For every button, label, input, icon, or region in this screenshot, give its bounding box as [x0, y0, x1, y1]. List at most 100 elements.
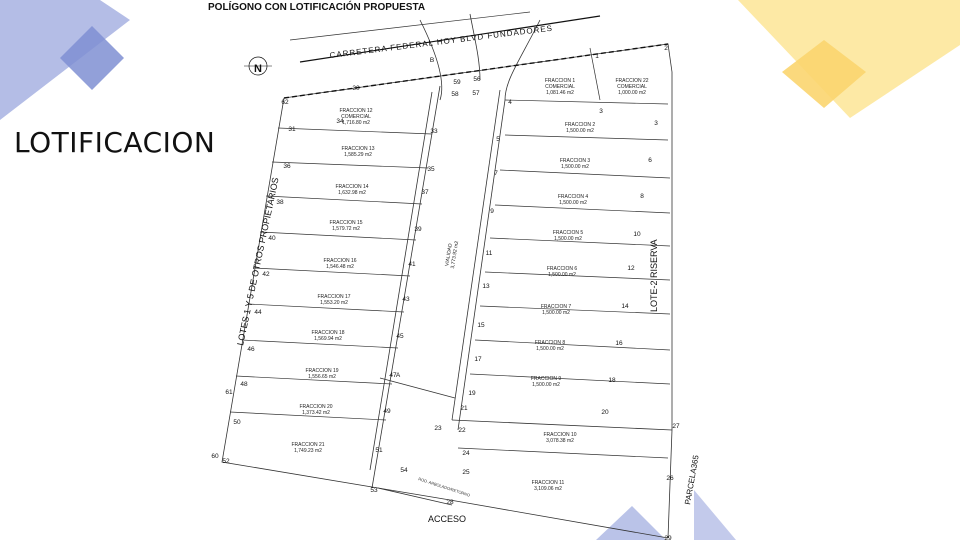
lot-name: FRACCION 20 [299, 404, 332, 410]
lot-sub: COMERCIAL [617, 84, 647, 90]
lot-sub: COMERCIAL [341, 114, 371, 120]
lot-area: 3,078.38 m2 [546, 438, 574, 444]
vertex-label: 28 [446, 499, 454, 506]
misc-label: 1 [595, 53, 599, 60]
lot-area: 1,585.29 m2 [344, 152, 372, 158]
vertex-label: 18 [608, 377, 616, 384]
vertex-label: 48 [240, 381, 248, 388]
lot-name: FRACCION 6 [547, 266, 578, 272]
lot-area: 1,500.00 m2 [559, 200, 587, 206]
misc-label: 30 [352, 85, 360, 92]
vertex-label: 59 [453, 79, 461, 86]
vertex-label: 10 [633, 231, 641, 238]
lot-area: 1,500.00 m2 [566, 128, 594, 134]
vertex-label: 47 [389, 372, 397, 379]
lot-area: 1,749.23 m2 [294, 448, 322, 454]
southeast-neighbor-label: PARCELA365 [683, 454, 701, 505]
lot-area: 1,500.00 m2 [542, 310, 570, 316]
decor-top-right [738, 0, 960, 118]
vertex-label: 12 [627, 265, 635, 272]
lot-area: 1,556.65 m2 [308, 374, 336, 380]
vertex-label: 15 [477, 322, 485, 329]
lot-name: FRACCION 16 [323, 258, 356, 264]
vertex-label: 35 [427, 166, 435, 173]
vertex-label: 58 [451, 91, 459, 98]
lot-sub: COMERCIAL [545, 84, 575, 90]
vertex-label: 54 [400, 467, 408, 474]
vertex-label: 53 [370, 487, 378, 494]
vertex-label: 17 [474, 356, 482, 363]
vertex-label: 4 [508, 99, 512, 106]
lot-name: FRACCION 14 [335, 184, 368, 190]
lot-area: 1,500.00 m2 [536, 346, 564, 352]
lot-area: 1,500.00 m2 [532, 382, 560, 388]
misc-label: A [396, 372, 401, 379]
lot-area: 1,553.20 m2 [320, 300, 348, 306]
vertex-label: 8 [640, 193, 644, 200]
vertex-label: 49 [383, 408, 391, 415]
lot-name: FRACCION 11 [532, 480, 565, 486]
vertex-label: 29 [664, 535, 672, 540]
lot-name: FRACCION 13 [341, 146, 374, 152]
vertex-label: 52 [222, 458, 230, 465]
vertex-label: 16 [615, 340, 623, 347]
vertex-label: 2 [664, 45, 668, 52]
lot-area: 1,500.00 m2 [554, 236, 582, 242]
vertex-label: 57 [472, 90, 480, 97]
vertex-label: 56 [473, 76, 481, 83]
vertex-label: 20 [601, 409, 609, 416]
vertex-label: 51 [375, 447, 383, 454]
vertex-label: 13 [482, 283, 490, 290]
lot-name: FRACCION 4 [558, 194, 589, 200]
misc-label: 3 [599, 108, 603, 115]
lot-area: 1,081.46 m2 [546, 90, 574, 96]
vertex-label: 39 [414, 226, 422, 233]
lot-name: FRACCION 12 [339, 108, 372, 114]
vertex-label: 22 [458, 427, 466, 434]
vertex-label: 38 [276, 199, 284, 206]
vertex-label: 45 [396, 333, 404, 340]
vertex-label: 37 [421, 189, 429, 196]
vertex-label: 61 [225, 389, 233, 396]
vertex-label: 7 [494, 170, 498, 177]
slide-title: LOTIFICACION [14, 126, 216, 159]
vertex-label: 44 [254, 309, 262, 316]
lot-name: FRACCION 2 [565, 122, 596, 128]
vertex-label: 6 [648, 157, 652, 164]
vertex-label: 36 [283, 163, 291, 170]
plan-title: POLÍGONO CON LOTIFICACIÓN PROPUESTA [208, 2, 426, 13]
vertex-label: 11 [486, 250, 493, 257]
lot-area: 1,632.98 m2 [338, 190, 366, 196]
lot-name: FRACCION 18 [311, 330, 344, 336]
vertex-label: 43 [402, 296, 410, 303]
vertex-label: 23 [434, 425, 442, 432]
lot-name: FRACCION 3 [560, 158, 591, 164]
misc-label: B [430, 57, 434, 64]
lot-area: 1,373.42 m2 [302, 410, 330, 416]
vertex-label: 27 [672, 423, 680, 430]
lot-name: FRACCION 5 [553, 230, 584, 236]
vertex-labels: 2368101214161820272629565745791113151719… [211, 45, 680, 540]
east-neighbor-label: LOTE-2 RISERVA [649, 239, 659, 312]
lot-area: 1,500.00 m2 [561, 164, 589, 170]
vertex-label: 9 [490, 208, 494, 215]
vertex-label: 3 [654, 120, 658, 127]
west-neighbor-label: LOTES 1 Y 5 DE OTROS PROPIETARIOS [235, 177, 280, 347]
vertex-label: 14 [621, 303, 629, 310]
vertex-label: 19 [468, 390, 476, 397]
lot-area: 1,546.48 m2 [326, 264, 354, 270]
vertex-label: 25 [462, 469, 470, 476]
vertex-label: 40 [268, 235, 276, 242]
vertex-label: 5 [496, 136, 500, 143]
vertex-label: 31 [288, 126, 296, 133]
vertex-label: 26 [666, 475, 674, 482]
lot-name: FRACCION 17 [317, 294, 350, 300]
roundabout-label: ROD. ARBOLADO/RETORNO [418, 476, 471, 497]
lot-name: FRACCION 22 [615, 78, 648, 84]
decor-bottom-right [596, 490, 736, 540]
lot-name: FRACCION 15 [329, 220, 362, 226]
vertex-label: 41 [408, 261, 416, 268]
